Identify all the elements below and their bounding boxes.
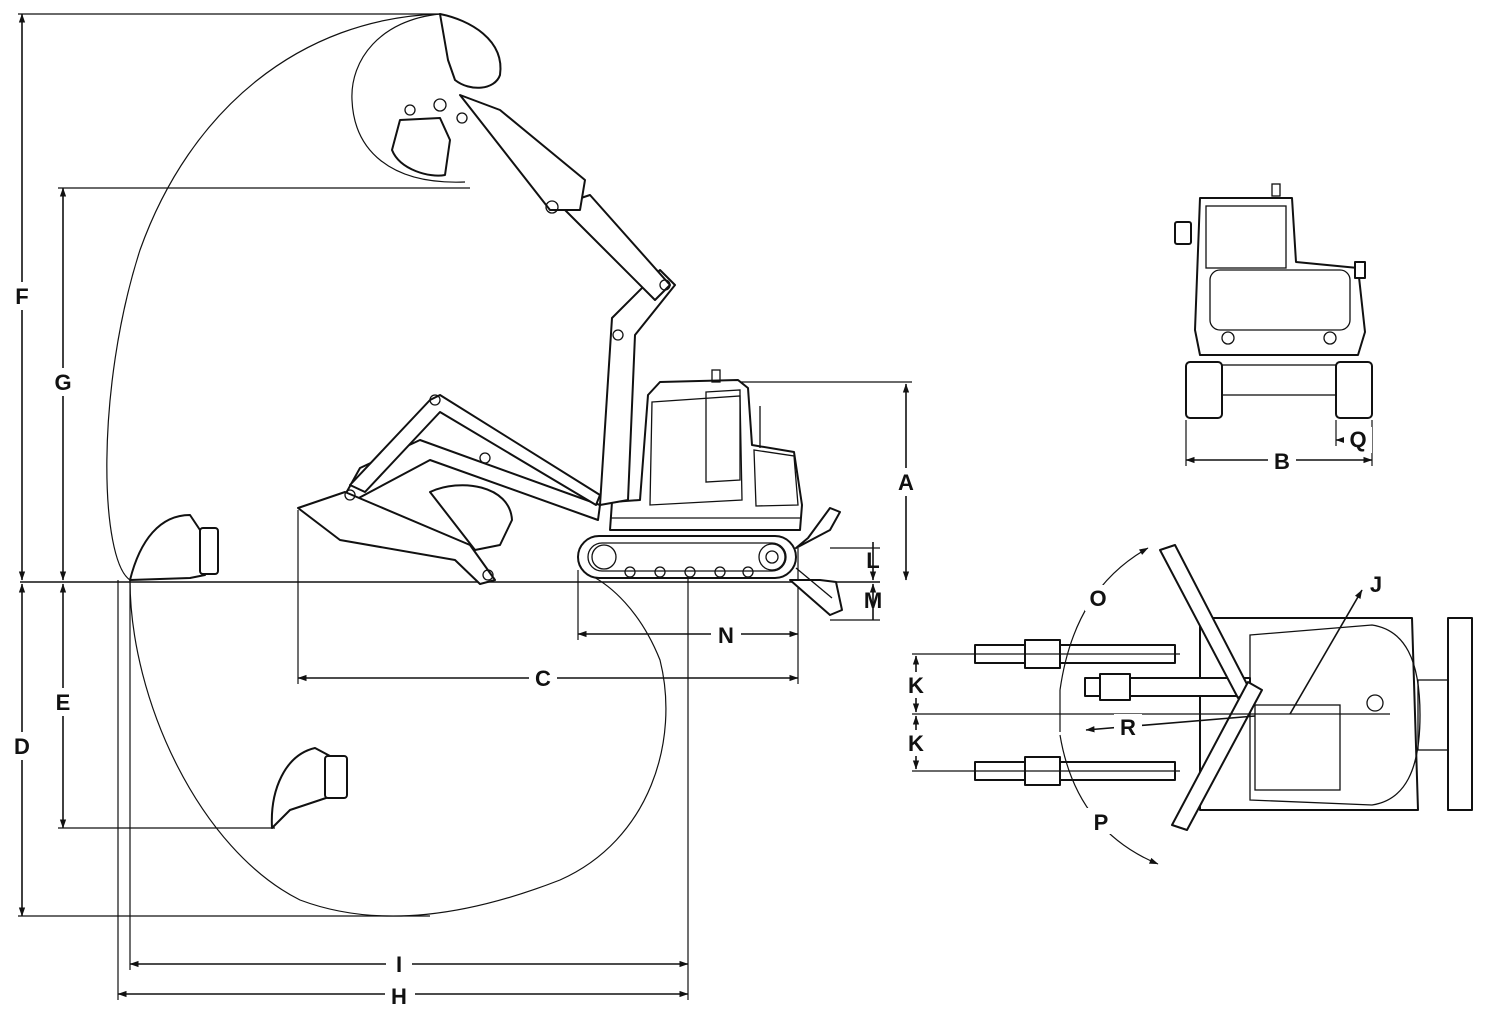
label-n: N bbox=[718, 623, 734, 648]
label-f: F bbox=[15, 284, 28, 309]
label-p: P bbox=[1094, 810, 1109, 835]
label-l: L bbox=[866, 548, 879, 573]
bucket-raised bbox=[391, 13, 502, 177]
label-c: C bbox=[535, 666, 551, 691]
crawler-track bbox=[577, 535, 797, 579]
arm-centered bbox=[1084, 673, 1251, 701]
label-o: O bbox=[1089, 586, 1106, 611]
boom-raised bbox=[456, 94, 676, 506]
bucket-lowered bbox=[429, 484, 513, 551]
label-k-lower: K bbox=[908, 731, 924, 756]
label-a: A bbox=[898, 470, 914, 495]
arm-swing-down bbox=[1171, 681, 1263, 831]
arc-o bbox=[1059, 547, 1149, 691]
front-view: B Q bbox=[1174, 183, 1373, 474]
label-h: H bbox=[391, 984, 407, 1009]
label-d: D bbox=[14, 734, 30, 759]
bucket-ground bbox=[129, 514, 219, 581]
label-g: G bbox=[54, 370, 71, 395]
upper-structure bbox=[609, 369, 803, 531]
envelope-inner bbox=[351, 13, 466, 183]
working-envelope bbox=[106, 13, 667, 917]
label-e: E bbox=[56, 690, 71, 715]
label-b: B bbox=[1274, 449, 1290, 474]
label-r: R bbox=[1120, 715, 1136, 740]
top-view: O P K K R J bbox=[902, 544, 1473, 865]
bucket-deep bbox=[270, 747, 348, 829]
side-view: F G D E I H C bbox=[8, 13, 919, 1009]
label-i: I bbox=[396, 952, 402, 977]
label-j: J bbox=[1370, 572, 1382, 597]
label-q: Q bbox=[1349, 427, 1366, 452]
dim-j-line bbox=[1289, 589, 1363, 715]
label-m: M bbox=[864, 588, 882, 613]
boom-lowered bbox=[297, 394, 601, 585]
dozer-blade bbox=[789, 507, 843, 616]
label-k-upper: K bbox=[908, 673, 924, 698]
arc-p bbox=[1059, 734, 1159, 865]
